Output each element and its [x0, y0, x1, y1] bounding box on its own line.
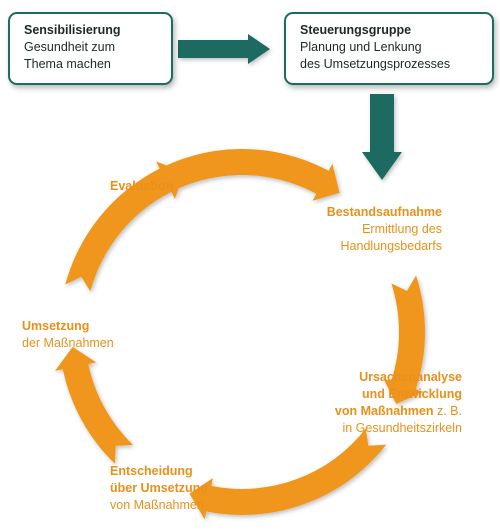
- cycle-arrow-right: [383, 275, 425, 404]
- label-mixed-line: von Maßnahmen z. B.: [335, 403, 462, 420]
- box-line: Planung und Lenkung: [300, 40, 422, 54]
- label-title: und Entwicklung: [362, 387, 462, 401]
- cycle-arrow-left-lower: [54, 346, 133, 464]
- label-title-inline: von Maßnahmen: [334, 404, 434, 418]
- label-line: Handlungsbedarfs: [340, 239, 442, 253]
- label-title: Umsetzung: [22, 319, 90, 333]
- label-title: Entscheidung: [110, 464, 193, 478]
- label-line: in Gesundheitszirkeln: [342, 421, 462, 435]
- label-title: Ursachenanalyse: [359, 370, 462, 384]
- box-line: Thema machen: [24, 57, 111, 71]
- box-line: des Umsetzungsprozesses: [300, 57, 451, 71]
- label-line: Ermittlung des: [362, 222, 442, 236]
- label-bestandsaufnahme: Bestandsaufnahme Ermittlung des Handlung…: [327, 204, 442, 255]
- label-title: Bestandsaufnahme: [326, 205, 442, 219]
- label-evaluation: Evaluation: [110, 178, 173, 195]
- label-inline-rest: z. B.: [433, 404, 462, 418]
- label-line: der Maßnahmen: [22, 336, 114, 350]
- box-title: Sensibilisierung: [24, 23, 121, 37]
- cycle-arrows: [54, 148, 425, 520]
- label-title: über Umsetzung: [110, 481, 208, 495]
- box-line: Gesundheit zum: [24, 40, 116, 54]
- cycle-arrow-top: [150, 148, 340, 201]
- label-title: Evaluation: [110, 179, 174, 193]
- cycle-arrow-bottom: [189, 428, 387, 520]
- arrow-horizontal: [178, 34, 270, 64]
- label-ursachenanalyse: Ursachenanalyse und Entwicklung von Maßn…: [335, 369, 462, 437]
- box-steuerungsgruppe: Steuerungsgruppe Planung und Lenkung des…: [284, 12, 494, 85]
- label-line: von Maßnahmen: [110, 498, 204, 512]
- arrow-vertical: [362, 94, 402, 180]
- cycle-arrow-left-upper: [65, 161, 184, 292]
- label-entscheidung: Entscheidung über Umsetzung von Maßnahme…: [110, 463, 208, 514]
- box-title: Steuerungsgruppe: [300, 23, 412, 37]
- box-sensibilisierung: Sensibilisierung Gesundheit zum Thema ma…: [8, 12, 173, 85]
- label-umsetzung: Umsetzung der Maßnahmen: [22, 318, 114, 352]
